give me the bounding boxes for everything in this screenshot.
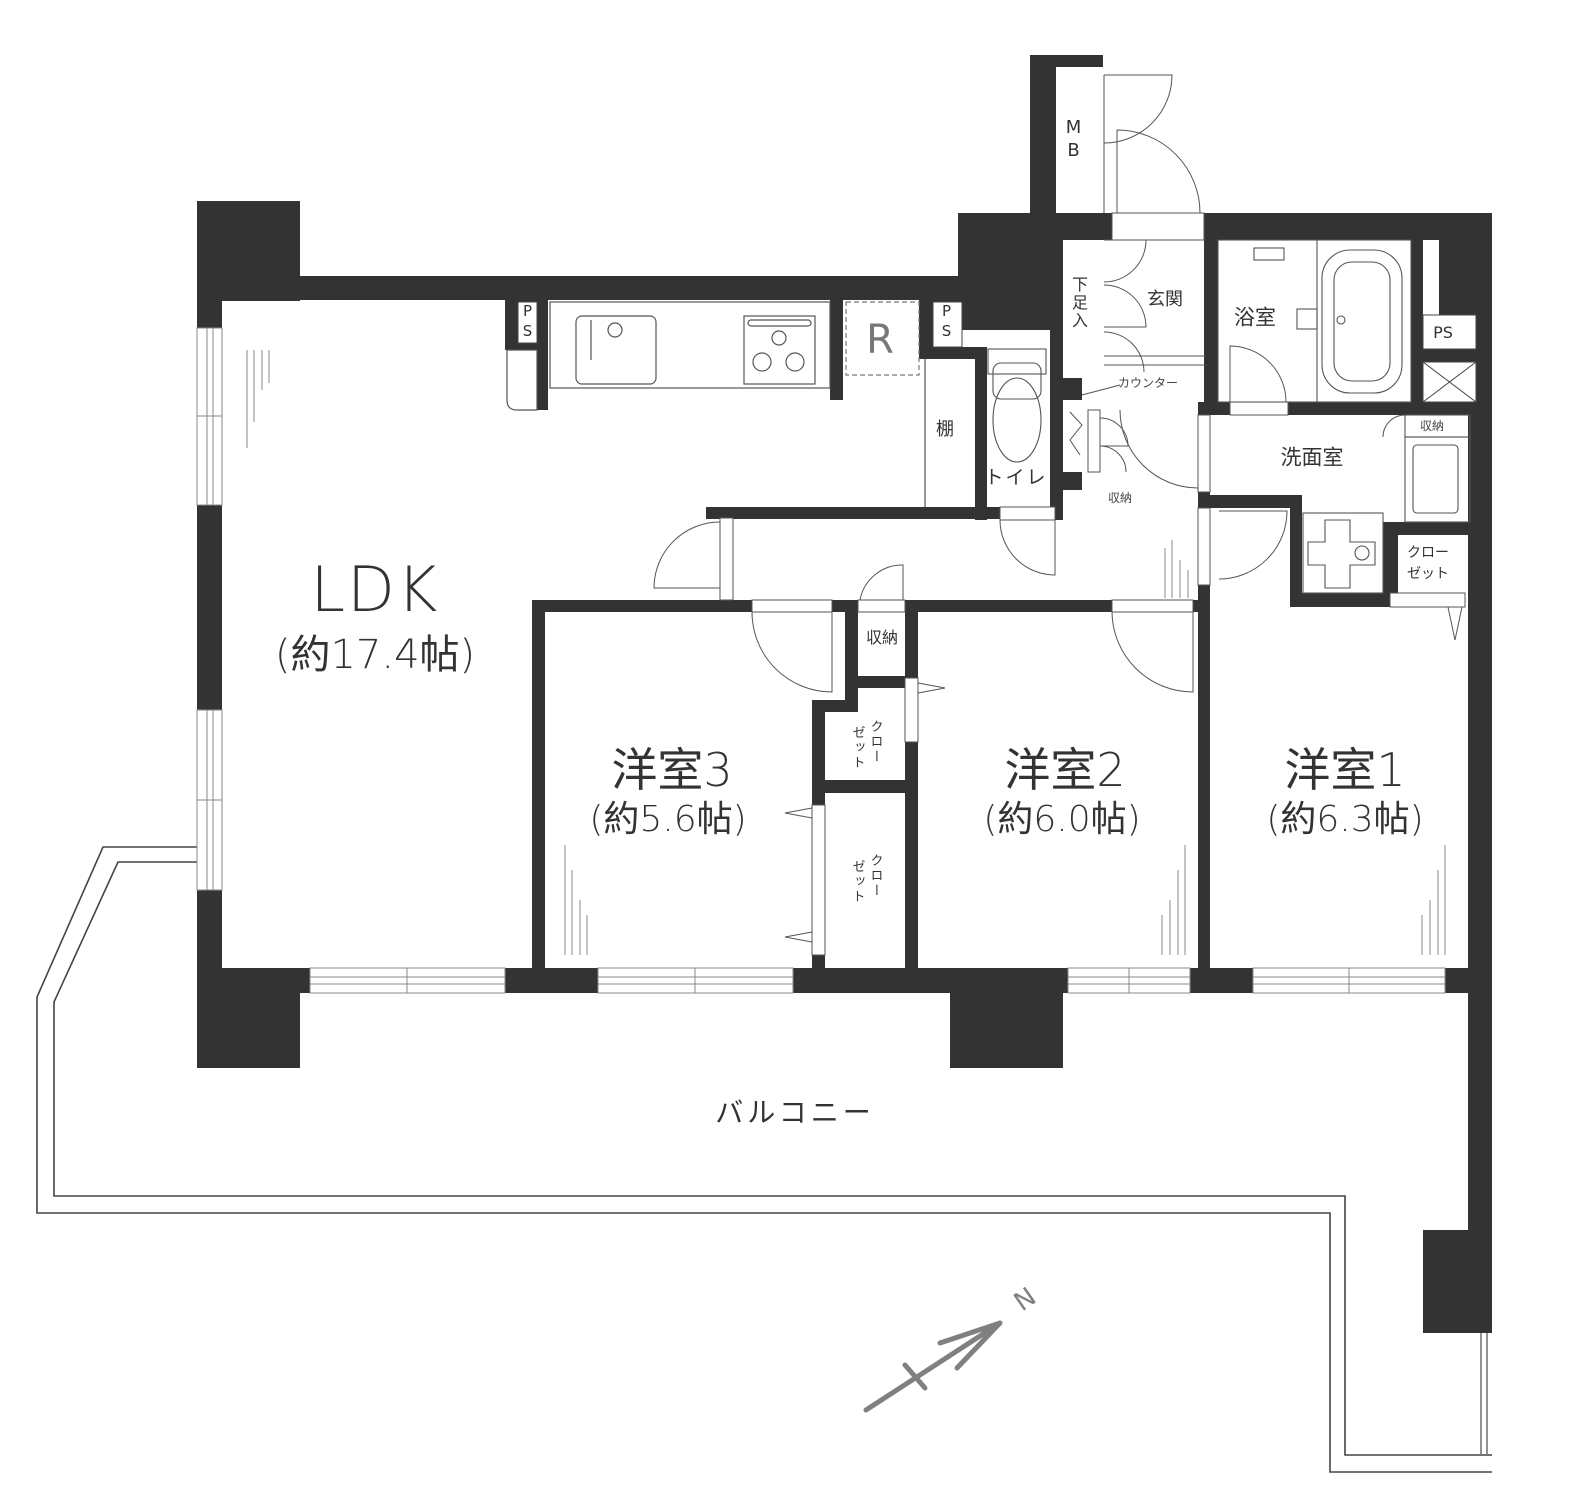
room-name-toilet: トイレ [984,466,1048,489]
walls [197,55,1492,1333]
balcony-outline [36,846,1492,1473]
room-area-room1: (約6.3帖) [1266,799,1424,840]
room-name-washroom: 洗面室 [1280,445,1344,470]
room-name-ldk: LDK [310,553,440,626]
washroom-storage-label: 収納 [1419,419,1445,433]
door-swings [653,74,1463,943]
room-name-bathroom: 浴室 [1234,305,1276,330]
curtain-marks [246,350,1446,955]
kitchen [506,301,926,507]
storage-between-rooms-label: 収納 [865,628,899,647]
closet-lower-label-line1: クロー [867,853,883,899]
washroom-fixtures [1302,414,1471,594]
ps-boxes [517,240,1477,403]
north-compass-icon: N [863,1282,1042,1413]
room-area-ldk: (約17.4帖) [274,632,476,678]
counter-label: カウンター [1117,376,1179,390]
windows [196,327,1446,994]
closet-upper-label-line1: クロー [867,719,883,765]
room-name-entrance: 玄関 [1147,289,1183,310]
room-name-room2: 洋室2 [1004,743,1126,797]
room-name-room3: 洋室3 [611,743,733,797]
closet-room1-label-line1: クロー [1407,545,1449,561]
ps-bath-label: PS [1433,323,1453,342]
room-area-room2: (約6.0帖) [983,799,1141,840]
refrigerator-label: R [866,317,894,363]
door-frames [719,212,1466,956]
closet-room1-label-line2: ゼット [1407,566,1449,582]
hall-storage-label: 収納 [1107,491,1133,505]
ps-kitchen-label: PS [518,302,537,342]
closet-lower-label-line2: ゼット [849,859,865,905]
shelf-label: 棚 [936,419,954,440]
room-area-room3: (約5.6帖) [589,799,747,840]
toilet-fixture [987,348,1047,463]
meter-box-label: MB [1063,117,1084,163]
compass-north-label: N [1009,1282,1042,1318]
ps-toilet-label: PS [937,302,956,342]
bath-fixtures [1217,239,1412,403]
closet-upper-label-line2: ゼット [849,725,865,771]
room-name-balcony: バルコニー [715,1096,875,1129]
room-name-room1: 洋室1 [1284,743,1406,797]
shoe-cabinet-label: 下足入 [1069,276,1088,330]
